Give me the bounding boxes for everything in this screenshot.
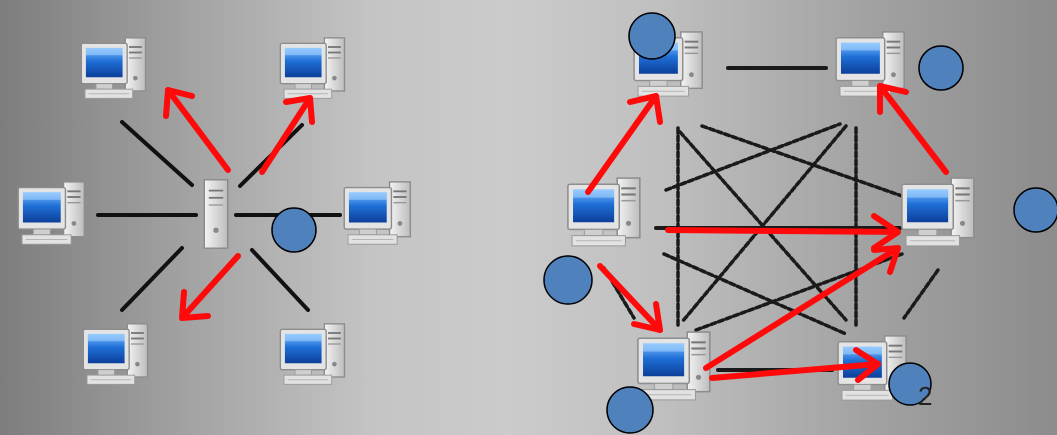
node-marker xyxy=(271,207,317,253)
arrow-icon xyxy=(179,253,241,321)
arrow-icon xyxy=(597,263,663,333)
node-marker xyxy=(918,45,964,91)
desktop-computer-icon xyxy=(636,330,711,401)
link-hub-top-left xyxy=(120,120,194,187)
star-links xyxy=(96,120,342,312)
arrow-icon xyxy=(709,347,881,383)
desktop-computer-icon xyxy=(900,176,975,247)
desktop-computer-icon xyxy=(279,36,346,100)
star-arrows xyxy=(163,87,315,321)
arrow-icon xyxy=(259,95,315,175)
arrow-icon xyxy=(585,93,663,195)
desktop-computer-icon xyxy=(80,36,147,100)
desktop-computer-icon xyxy=(17,180,86,246)
desktop-computer-icon xyxy=(566,176,641,247)
arrow-icon xyxy=(703,245,901,371)
star-network xyxy=(17,36,412,386)
link-hub-bottom-right xyxy=(250,248,310,312)
arrow-icon xyxy=(877,83,949,175)
server-tower-icon xyxy=(203,178,229,250)
mesh-arrows xyxy=(585,83,949,383)
node-marker xyxy=(888,362,932,406)
desktop-computer-icon xyxy=(279,322,346,386)
desktop-computer-icon xyxy=(82,322,149,386)
node-marker xyxy=(543,255,593,305)
desktop-computer-icon xyxy=(343,180,412,246)
arrow-icon xyxy=(665,213,901,251)
mesh-dashed-links xyxy=(602,122,940,336)
link-hub-bottom-left xyxy=(120,246,184,312)
arrow-icon xyxy=(163,87,231,173)
node-marker xyxy=(606,386,654,434)
slide-number: 2 xyxy=(918,381,933,411)
node-marker xyxy=(1013,187,1057,233)
node-marker xyxy=(628,12,676,60)
mesh-network xyxy=(543,12,1057,434)
